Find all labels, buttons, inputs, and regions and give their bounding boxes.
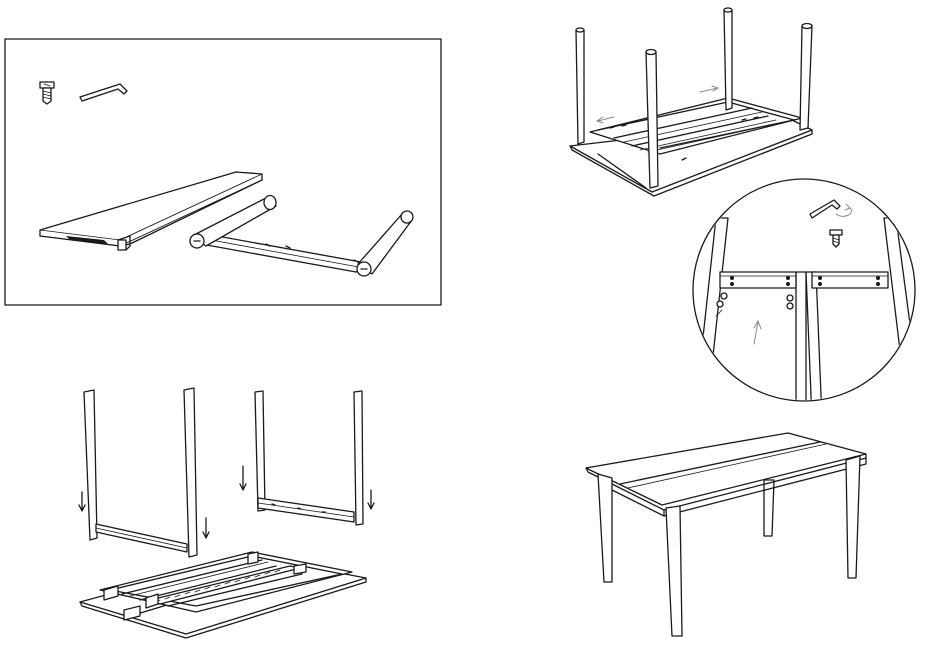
leg-crossbar (190, 196, 413, 277)
slide-frame-panel (570, 8, 812, 196)
allen-key-rotate-icon (810, 200, 851, 218)
screw-icon (40, 82, 54, 104)
leg-pair-right (255, 391, 363, 525)
parts-panel (5, 39, 441, 305)
detail-fasten-panel (693, 179, 920, 420)
attach-legs-panel (79, 388, 374, 638)
screw-icon (830, 230, 842, 247)
up-arrow (754, 321, 761, 344)
down-arrows (79, 466, 374, 538)
allen-key-icon (80, 84, 127, 101)
finished-table-panel (586, 433, 866, 636)
leg-pair-left (84, 388, 197, 557)
inverted-tabletop-frame (80, 552, 366, 638)
